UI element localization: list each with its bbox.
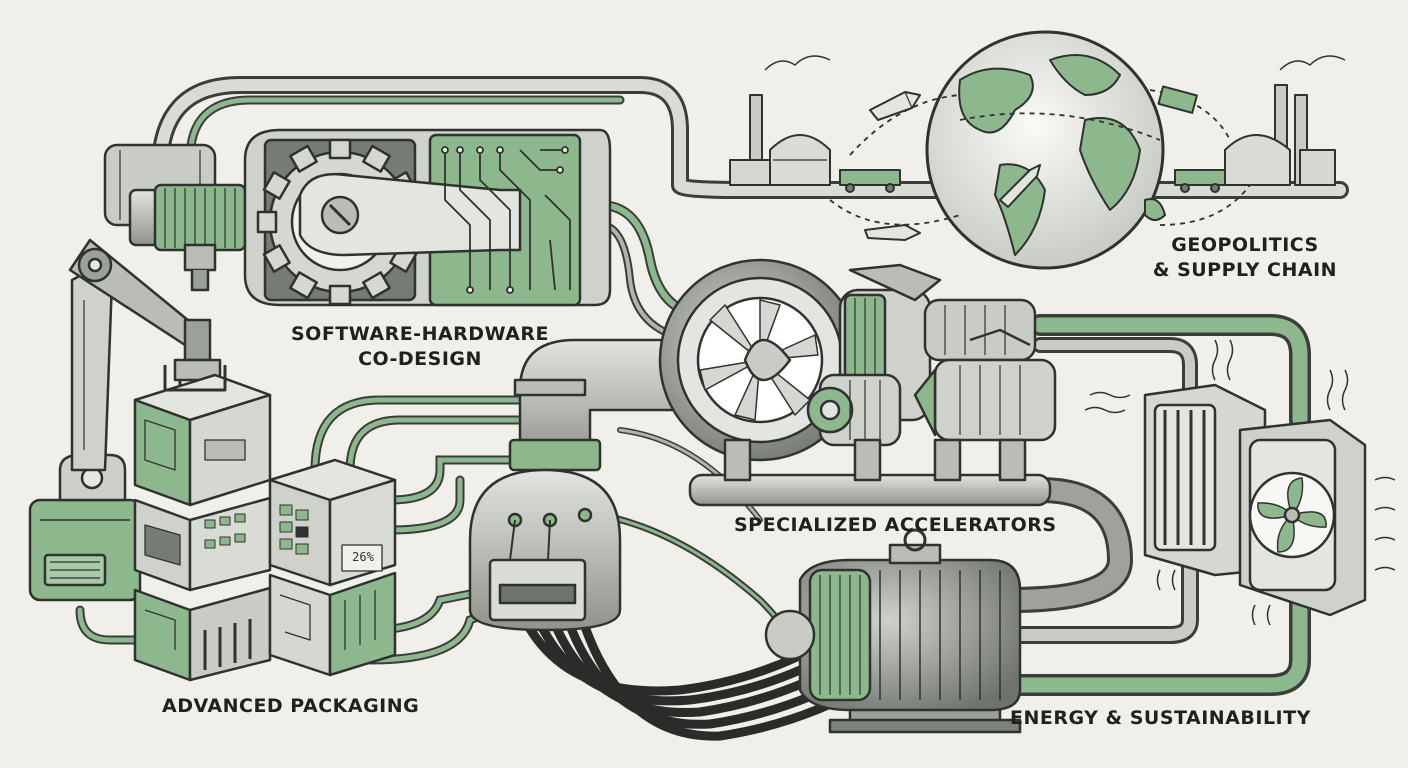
accelerator-turbine (508, 258, 1131, 507)
chip-readout-text: 26% (352, 550, 374, 564)
label-advanced-packaging: ADVANCED PACKAGING (162, 695, 420, 717)
chip-grid-icon (279, 504, 309, 555)
energy-motor (764, 528, 1022, 734)
cooling-unit (1143, 339, 1396, 626)
label-geopolitics-line2: & SUPPLY CHAIN (1152, 259, 1338, 281)
chip-stack (133, 365, 397, 682)
label-software-hardware: SOFTWARE-HARDWARE CO-DESIGN (290, 322, 550, 372)
circuit-board-icon (441, 146, 571, 294)
globe-icon (925, 30, 1166, 270)
chip-readout-box (341, 544, 383, 572)
rocket-icon (999, 164, 1041, 208)
label-geopolitics-line1: GEOPOLITICS (1171, 234, 1319, 256)
robotic-arm (28, 238, 222, 602)
chip-pins-icon (204, 513, 246, 549)
label-software-hardware-line1: SOFTWARE-HARDWARE (290, 323, 549, 345)
label-energy-sustainability: ENERGY & SUSTAINABILITY (1010, 707, 1311, 729)
rocket-icon (869, 91, 921, 121)
supply-chain-scene (729, 30, 1346, 270)
label-software-hardware-line2: CO-DESIGN (358, 348, 482, 370)
cooling-fan-icon (1257, 477, 1327, 553)
central-hub (468, 468, 622, 632)
label-geopolitics: GEOPOLITICS & SUPPLY CHAIN (1130, 233, 1360, 283)
label-specialized-accelerators: SPECIALIZED ACCELERATORS (734, 514, 1057, 536)
truck-icon (1157, 85, 1198, 114)
factory-right-icon (1174, 55, 1346, 193)
co-design-module (103, 128, 612, 307)
factory-left-icon (729, 55, 901, 193)
rocket-icon (864, 224, 921, 241)
